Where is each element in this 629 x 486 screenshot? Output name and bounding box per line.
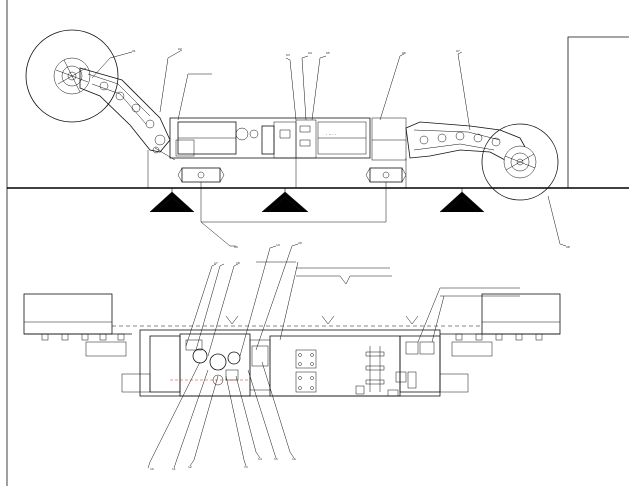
callout-label: 18 xyxy=(236,261,240,265)
callout-label: 02 xyxy=(178,47,182,51)
callout-label: 19 xyxy=(276,243,280,247)
left-track-details xyxy=(41,333,151,393)
callout-label: 05 xyxy=(326,51,330,55)
left-drum-block xyxy=(23,293,113,335)
central-frame xyxy=(139,329,441,397)
right-gear-assembly xyxy=(395,341,435,389)
callout-label: 04 xyxy=(308,51,312,55)
svg-text:· ·· · ·: · ·· · · xyxy=(326,132,336,137)
callout-label: 20 xyxy=(298,241,302,245)
shearer-main-body: · ·· · · xyxy=(169,117,407,161)
right-drum-hub xyxy=(503,145,537,179)
callout-label: 17 xyxy=(214,261,218,265)
left-ranging-arm xyxy=(79,67,176,161)
callout-label: 12 xyxy=(188,465,192,469)
right-cutting-drum-circle xyxy=(481,123,559,201)
callout-label: 03 xyxy=(286,53,290,57)
callout-label: 08 xyxy=(566,245,570,249)
left-floor-pad xyxy=(177,167,225,183)
callout-label: 14 xyxy=(258,457,262,461)
right-drum-block xyxy=(481,293,561,335)
side-elevation-view: · ·· · · xyxy=(7,29,629,249)
callout-label: 09 xyxy=(234,245,238,249)
callout-label: 06 xyxy=(402,51,406,55)
floor-hatch-marks xyxy=(149,188,485,213)
callout-label: 01 xyxy=(132,49,136,53)
left-gear-assembly xyxy=(170,339,269,386)
callout-label: 13 xyxy=(244,465,248,469)
left-cutting-drum-circle xyxy=(25,29,119,123)
callout-label: 15 xyxy=(274,457,278,461)
face-wall xyxy=(567,36,629,188)
callout-label: 07 xyxy=(456,49,460,53)
right-track-details xyxy=(439,333,543,393)
callout-label: 16 xyxy=(292,457,296,461)
callout-label: 11 xyxy=(172,467,176,471)
callout-label: 10 xyxy=(150,467,154,471)
left-drum-hub xyxy=(53,57,91,95)
plan-dimension-lines xyxy=(256,261,520,297)
lower-leader-lines xyxy=(147,243,445,469)
right-floor-pad xyxy=(365,167,407,183)
plan-view: 10 11 12 13 14 15 16 17 18 19 20 xyxy=(23,241,561,471)
upper-leader-lines xyxy=(91,49,567,247)
